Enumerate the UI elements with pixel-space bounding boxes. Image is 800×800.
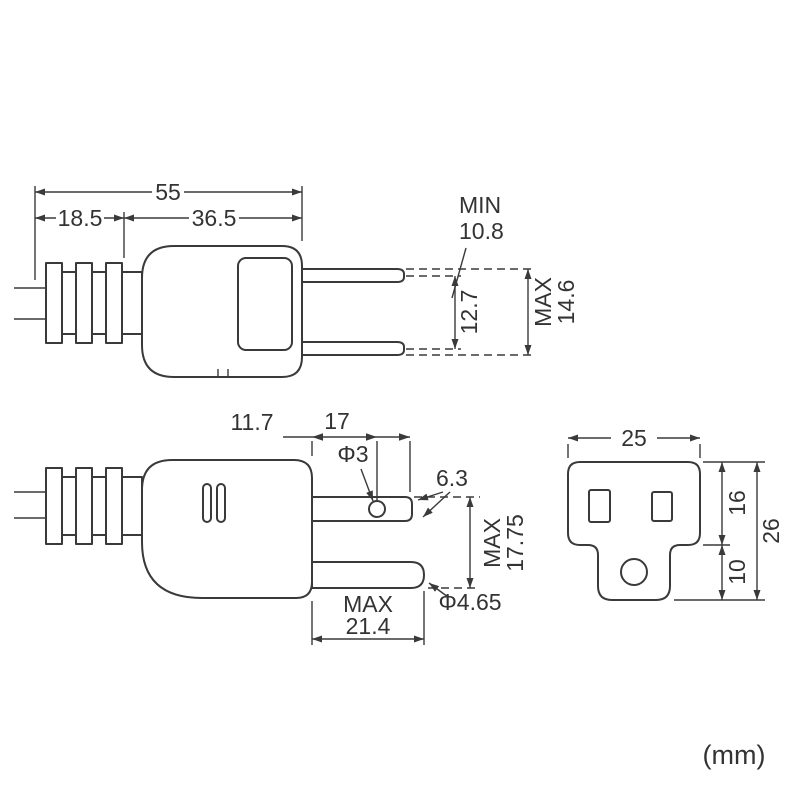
- dim-hole-offset-value: 11.7: [230, 409, 273, 435]
- dim-socket-total-height: 26: [753, 462, 784, 600]
- dim-socket-width-value: 25: [621, 425, 647, 451]
- dim-pin-length: MAX 21.4: [311, 591, 425, 645]
- lower-blade: [301, 341, 405, 356]
- dim-min-gap: MIN 10.8: [451, 192, 504, 299]
- dim-pin-diameter: Φ4.65: [428, 582, 502, 615]
- dim-body-width: 36.5: [124, 205, 302, 231]
- dim-blade-width: 6.3: [417, 465, 468, 518]
- dim-socket-lower-height-value: 10: [724, 559, 750, 585]
- socket-ground-hole: [620, 558, 648, 586]
- plug-body-vents: [202, 483, 226, 523]
- socket-slot-left: [588, 489, 611, 523]
- dim-total-width-value: 55: [155, 179, 181, 205]
- dim-blade-pitch-value: 12.7: [456, 290, 482, 335]
- dim-blade-length-value: 17: [324, 408, 350, 434]
- dim-socket-lower-height: 10: [718, 545, 750, 600]
- cord-strain-relief: [45, 262, 143, 344]
- dim-min-gap-label: MIN: [459, 192, 501, 218]
- dim-hole-diameter-value: Φ3: [337, 441, 368, 467]
- unit-label: (mm): [703, 740, 766, 770]
- dim-blade-width-value: 6.3: [436, 465, 468, 491]
- dim-pin-diameter-value: Φ4.65: [438, 589, 501, 615]
- dim-max-outer-value: 14.6: [553, 280, 579, 325]
- blade-hole: [368, 500, 386, 518]
- power-cord-side: [14, 491, 46, 519]
- power-cord: [14, 287, 46, 320]
- dim-socket-upper-height: 16: [718, 462, 750, 545]
- dim-pin-length-value: 21.4: [346, 613, 391, 639]
- upper-blade: [301, 268, 405, 283]
- dim-socket-total-height-value: 26: [758, 518, 784, 544]
- socket-front-view: 25 16 10 26: [567, 425, 784, 601]
- dim-pin-length-label: MAX: [343, 591, 393, 617]
- socket-slot-right: [651, 491, 673, 522]
- top-view-plug: 55 18.5 36.5 MIN 10.8 12.7 MAX 14.6: [14, 179, 579, 378]
- dim-total-width: 55: [34, 179, 303, 280]
- ground-pin: [311, 561, 425, 589]
- side-view-plug: 11.7 17 Φ3 6.3 MAX 17.75 MAX 21.4 Φ4.65: [14, 408, 528, 645]
- dim-hole-diameter: Φ3: [337, 441, 374, 502]
- dim-socket-width: 25: [567, 425, 701, 458]
- dim-socket-upper-height-value: 16: [724, 490, 750, 516]
- dim-min-gap-value: 10.8: [459, 218, 504, 244]
- dim-body-width-value: 36.5: [192, 205, 237, 231]
- plug-body-side: [141, 459, 313, 599]
- dim-blade-pitch: 12.7: [451, 276, 482, 349]
- cord-strain-relief-side: [45, 467, 143, 545]
- dim-max-height: MAX 17.75: [414, 496, 528, 589]
- dim-max-height-label: MAX: [479, 518, 505, 568]
- dim-grip-width-value: 18.5: [58, 205, 103, 231]
- plug-bottom-notches: [217, 369, 229, 377]
- flat-blade: [311, 496, 413, 522]
- dim-max-outer-label: MAX: [530, 277, 556, 327]
- dim-grip-width: 18.5: [35, 205, 124, 231]
- dim-hole-offset-and-blade-length: 11.7 17: [230, 408, 411, 500]
- plug-body-panel: [237, 257, 293, 351]
- dim-max-outer: MAX 14.6: [524, 269, 579, 355]
- dim-max-height-value: 17.75: [502, 514, 528, 572]
